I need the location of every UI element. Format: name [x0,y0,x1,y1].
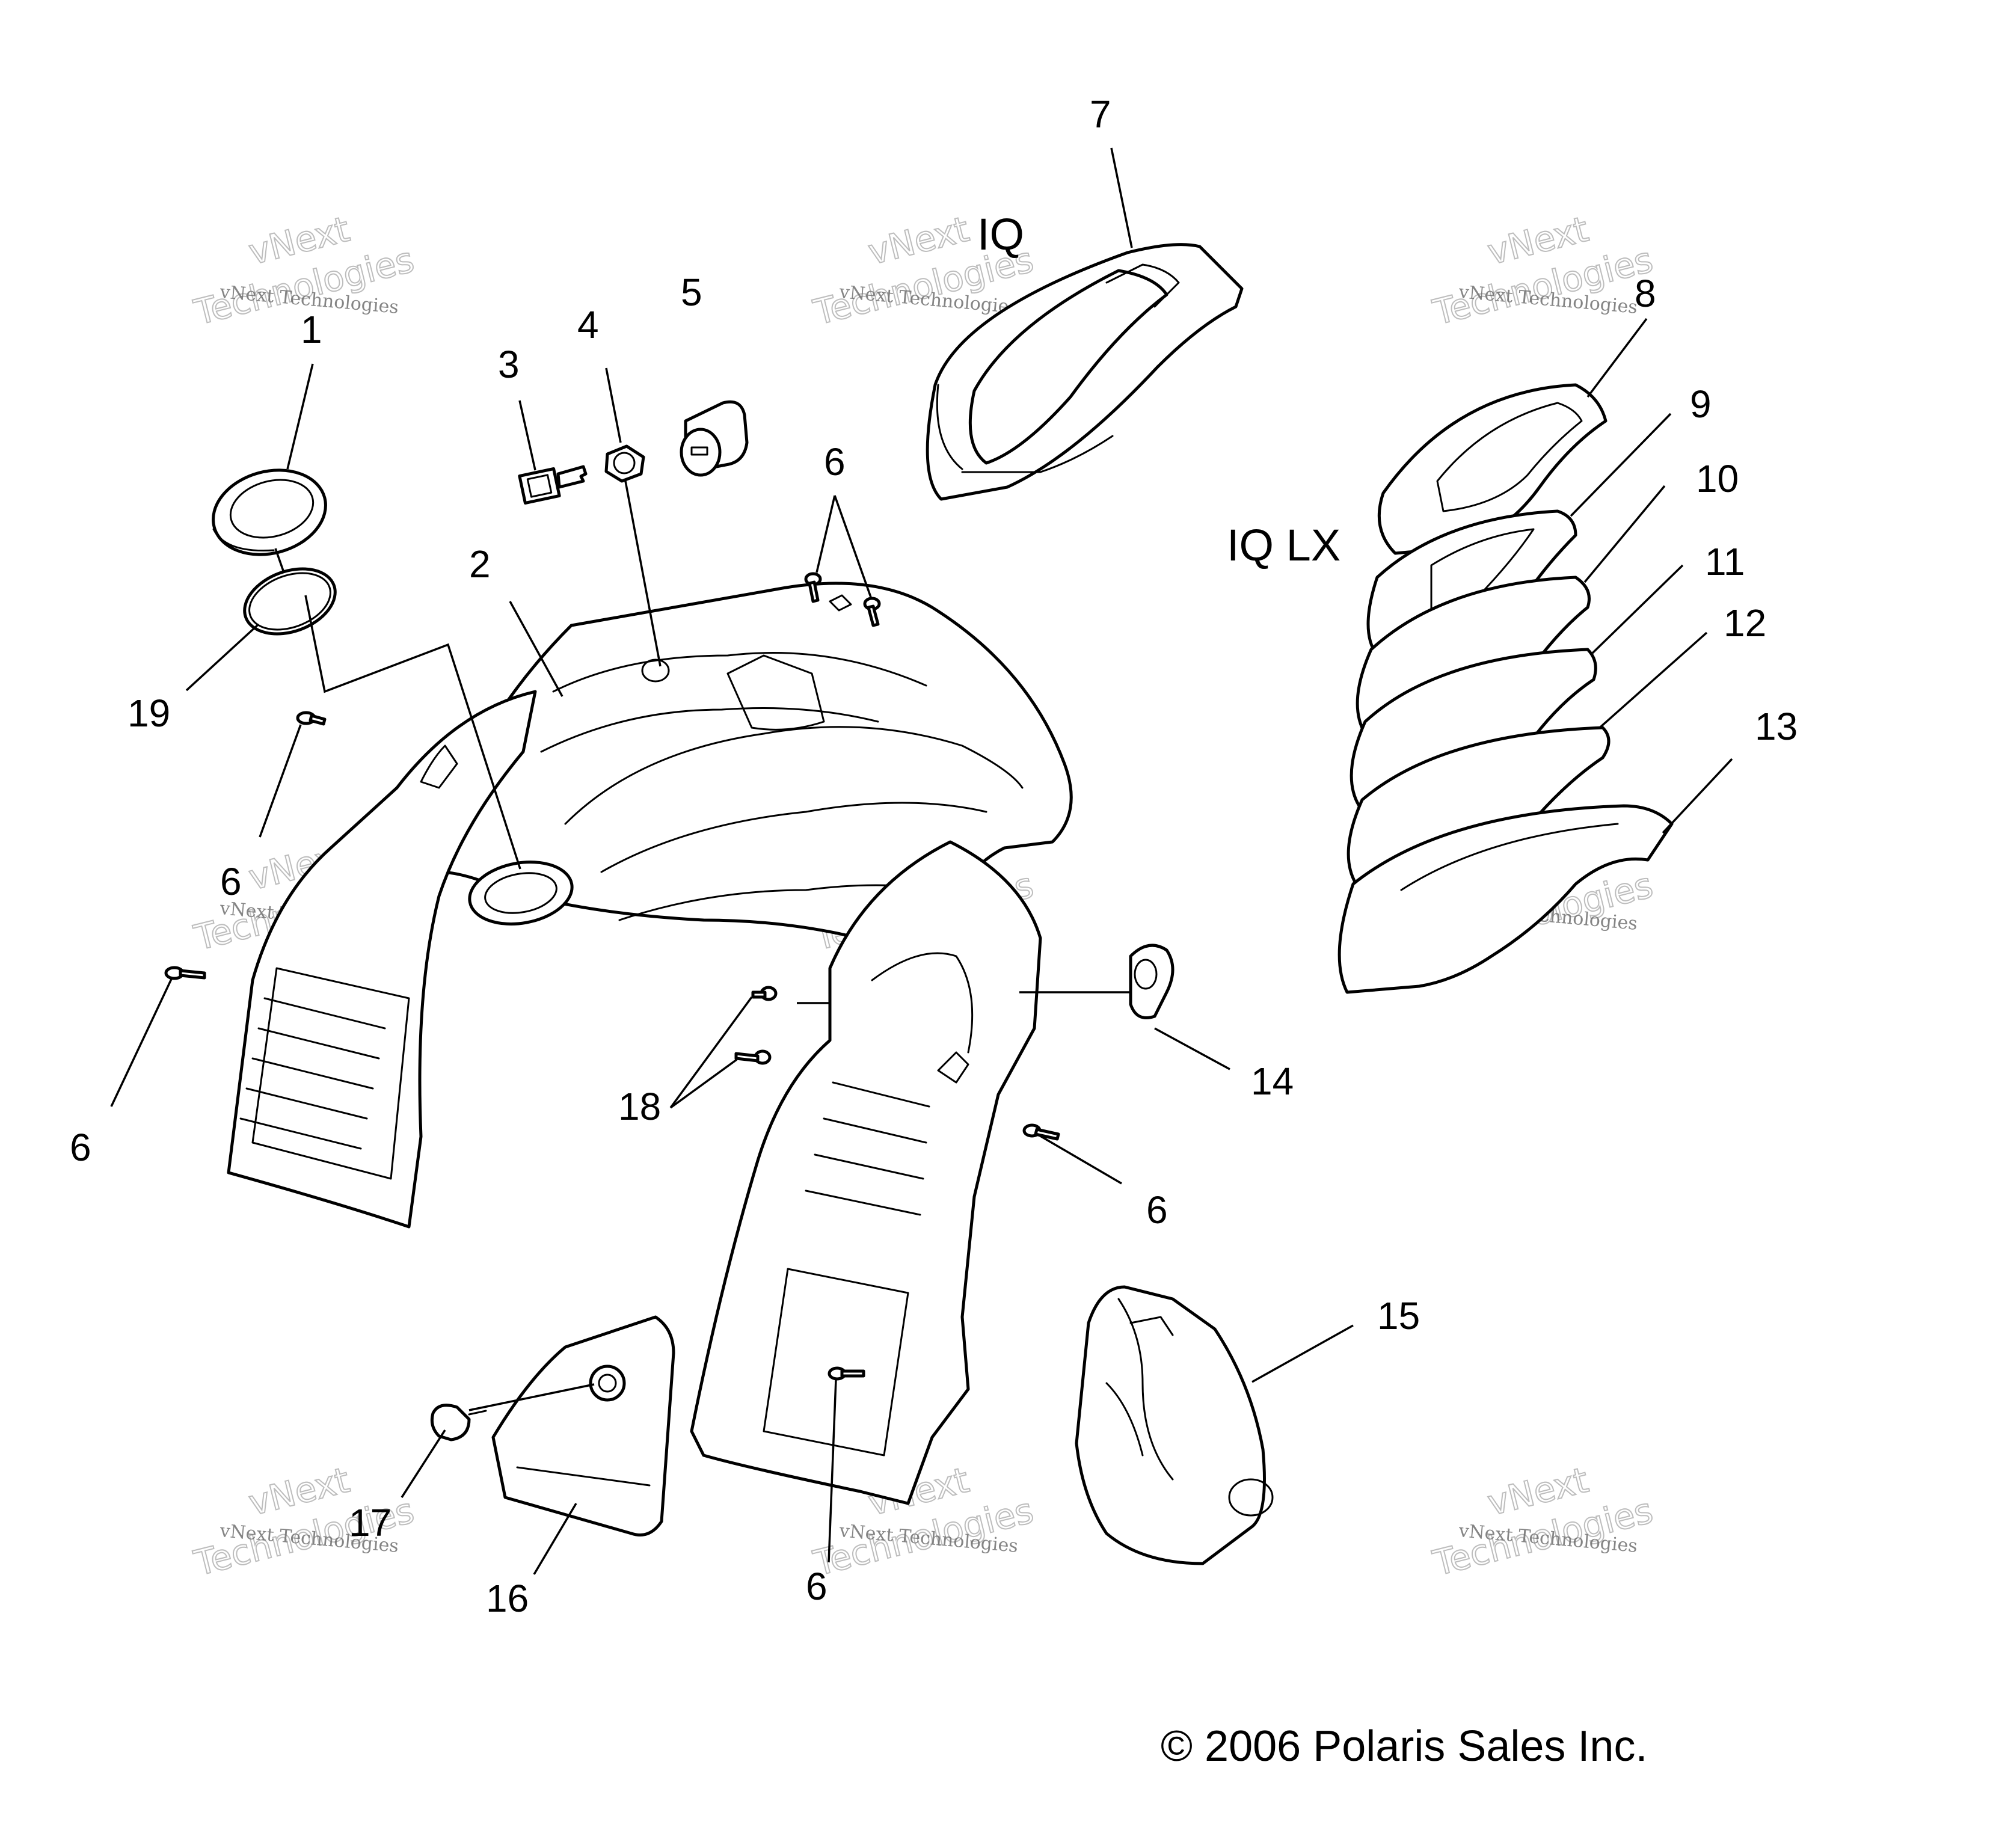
callout-7: 7 [1090,93,1111,136]
screw-icon [1022,1123,1060,1141]
callout-6-right: 6 [1146,1188,1168,1232]
callout-4: 4 [577,303,599,346]
screw-icon [164,966,206,980]
callout-18: 18 [618,1085,661,1128]
callout-14: 14 [1251,1060,1294,1103]
callout-2: 2 [469,542,491,586]
watermark-top-right: vNext Technologies vNext Technologies [1428,208,1657,334]
screw-icon [828,1366,865,1381]
part-8-lx-cover-top [1377,383,1607,555]
left-side-panel [227,690,537,1229]
callout-10: 10 [1696,457,1739,500]
copyright-notice: © 2006 Polaris Sales Inc. [1161,1722,1647,1770]
callout-8: 8 [1635,272,1656,315]
callout-9: 9 [1690,382,1712,426]
right-side-panel [690,840,1042,1505]
screw-icon [863,597,881,627]
variant-label-iq: IQ [977,209,1024,259]
variant-label-iq-lx: IQ LX [1227,520,1340,570]
part-17-knob-fastener [430,1404,487,1441]
callout-19: 19 [127,692,170,735]
callout-16: 16 [486,1577,529,1620]
leader-lines [110,147,1733,1575]
part-4-nut [604,444,645,483]
rivet-icon [734,1049,772,1065]
part-3-key [518,465,588,505]
callout-6-top: 6 [824,440,846,483]
screw-icon [296,711,327,726]
callout-5: 5 [681,271,702,314]
part-19-o-ring [243,567,337,636]
rivet-icon [751,986,778,1001]
callout-6-left-upper: 6 [220,860,242,903]
part-15-side-housing [1075,1285,1274,1565]
part-14-clip [1129,944,1175,1019]
callout-3: 3 [498,343,520,386]
callout-12: 12 [1724,601,1766,645]
part-13-lx-bezel [1337,804,1674,994]
part-5-ignition-switch [680,400,749,477]
screw-icon [804,572,822,603]
callout-1: 1 [301,308,322,351]
part-1-gauge-bezel [212,468,327,556]
callout-6-bottom: 6 [806,1565,828,1608]
part-12-lx-panel [1346,726,1611,886]
part-16-access-panel [491,1315,675,1536]
callout-6-left-lower: 6 [70,1126,91,1169]
watermark-bottom-right: vNext Technologies vNext Technologies [1428,1459,1657,1585]
callout-11: 11 [1705,540,1745,583]
callout-17: 17 [349,1501,392,1544]
part-7-iq-console-cover [926,243,1244,501]
callout-15: 15 [1377,1294,1420,1337]
callout-13: 13 [1755,705,1798,748]
